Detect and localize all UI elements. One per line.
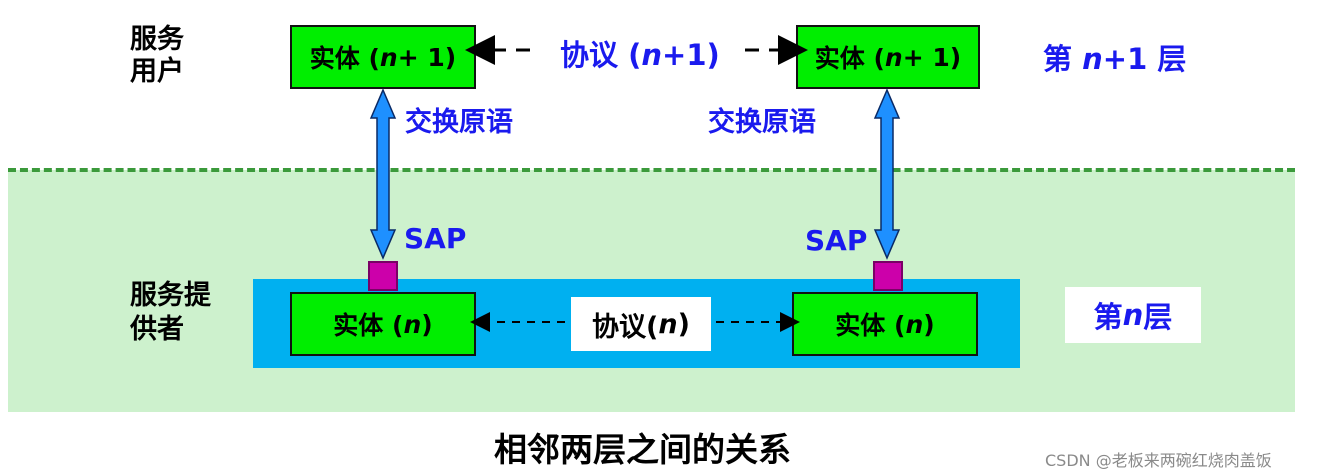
protocol-n-label: 协议(n) [571, 297, 711, 351]
entity-var: n [379, 42, 398, 72]
sap-point-right [873, 261, 903, 291]
service-user-label-line2: 用户 [130, 56, 184, 87]
sap-label-right: SAP [805, 224, 868, 257]
sap-point-left [368, 261, 398, 291]
layer-divider [8, 168, 1295, 172]
entity-n-right: 实体 (n) [792, 292, 978, 356]
entity-n-left: 实体 (n) [290, 292, 476, 356]
watermark: CSDN @老板来两碗红烧肉盖饭 [1045, 451, 1272, 470]
layer-n-label: 第 n 层 [1065, 287, 1201, 343]
layer-n-plus-1-label: 第 n+1 层 [1043, 42, 1187, 76]
exchange-primitive-label-right: 交换原语 [708, 107, 816, 138]
entity-var: n [403, 309, 422, 339]
sap-label-left: SAP [404, 222, 467, 255]
exchange-primitive-arrow-right [873, 88, 901, 260]
diagram-caption: 相邻两层之间的关系 [494, 430, 791, 469]
entity-var: n [905, 309, 924, 339]
entity-n-plus-1-right: 实体 (n + 1) [796, 25, 980, 89]
protocol-n-plus-1-label: 协议 (n+1) [560, 38, 720, 72]
exchange-primitive-label-left: 交换原语 [405, 107, 513, 138]
service-provider-label-line2: 供者 [130, 314, 184, 345]
service-user-label: 服务 用户 [130, 24, 184, 88]
entity-var: n [884, 42, 903, 72]
service-provider-label-line1: 服务提 [130, 280, 211, 311]
service-user-label-line1: 服务 [130, 24, 184, 55]
service-provider-label: 服务提 供者 [130, 279, 211, 347]
exchange-primitive-arrow-left [369, 88, 397, 260]
